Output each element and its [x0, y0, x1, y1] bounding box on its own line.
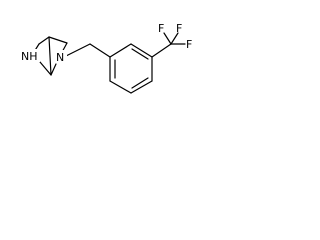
ring-bond-6: [109, 43, 132, 58]
atom-label-f-right: F: [186, 38, 192, 51]
bond-n-to-bridgehead-bottom: [50, 63, 57, 76]
benzyl-linker: [63, 43, 111, 58]
ring-bond-2: [109, 80, 132, 94]
bond-bridgehead-bottom-to-nh: [39, 61, 52, 76]
atom-label-nh: NH: [21, 50, 38, 63]
bond-n-to-ch2-benzyl: [63, 43, 91, 58]
atom-label-f-top-left: F: [158, 22, 164, 35]
atom-label-n: N: [56, 51, 64, 64]
atom-label-f-top-right: F: [176, 22, 182, 35]
bond-ch2-to-ring: [89, 43, 111, 58]
bond-c-to-f-top-left: [163, 32, 172, 45]
ring-double-bond-bottom-right: [131, 77, 149, 89]
bond-methylene-bridge: [48, 36, 52, 76]
trifluoromethyl-group: [151, 32, 186, 58]
bond-ch2-left-to-bridgehead-top: [38, 36, 50, 45]
ring-double-bond-top-right: [131, 48, 149, 60]
benzene-ring: [109, 43, 153, 94]
bond-bridgehead-top-to-ch2-top: [48, 36, 68, 44]
molecule-structure-diagram: NH N F F F: [20, 22, 192, 94]
ring-bond-3: [130, 80, 153, 94]
bond-ring-to-cf3: [151, 43, 172, 58]
bond-c-to-f-top-right: [170, 32, 179, 45]
bicyclic-core: [33, 36, 68, 76]
atom-labels: NH N F F F: [20, 22, 192, 64]
n-label-mask: [55, 50, 67, 63]
nh-label-mask: [20, 49, 40, 62]
ring-bond-5: [130, 43, 153, 58]
